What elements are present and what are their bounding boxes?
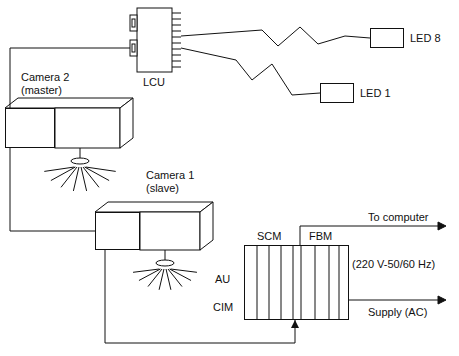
output-wire — [300, 226, 440, 245]
node-label: LED 8 — [410, 32, 441, 45]
control-rack: SCMFBMAUCIM — [244, 245, 349, 320]
wire — [181, 48, 320, 95]
rack-modules — [245, 246, 348, 319]
node-label: LCU — [143, 76, 165, 89]
node-label: Camera 1 (slave) — [146, 169, 206, 195]
lcu-pins — [172, 13, 181, 67]
arrowhead — [438, 296, 446, 304]
lcu-port — [132, 44, 135, 52]
wire — [10, 48, 130, 108]
led-box: LED 1 — [320, 83, 354, 103]
node-label: FBM — [309, 230, 332, 243]
node-label: AU — [215, 273, 230, 286]
node-label: LED 1 — [360, 87, 391, 100]
wire — [10, 148, 95, 231]
lcu-unit: LCU — [137, 8, 181, 92]
wire — [181, 27, 370, 46]
node-label: Camera 2 (master) — [21, 71, 81, 97]
lcu-housing — [137, 8, 172, 72]
camera-body — [5, 98, 133, 191]
lcu-port — [132, 19, 135, 27]
node-label: SCM — [257, 230, 281, 243]
node-label: CIM — [213, 301, 233, 314]
signal-label: (220 V-50/60 Hz) — [352, 258, 435, 271]
signal-label: To computer — [368, 211, 429, 224]
supply-wire — [349, 300, 440, 301]
led-box: LED 8 — [370, 28, 404, 48]
arrowhead — [438, 222, 446, 230]
camera: Camera 2 (master) — [5, 108, 55, 148]
camera-body — [95, 202, 213, 290]
lcu-port — [130, 40, 137, 56]
lcu-port — [130, 15, 137, 31]
signal-label: Supply (AC) — [368, 306, 427, 319]
camera: Camera 1 (slave) — [95, 212, 140, 250]
